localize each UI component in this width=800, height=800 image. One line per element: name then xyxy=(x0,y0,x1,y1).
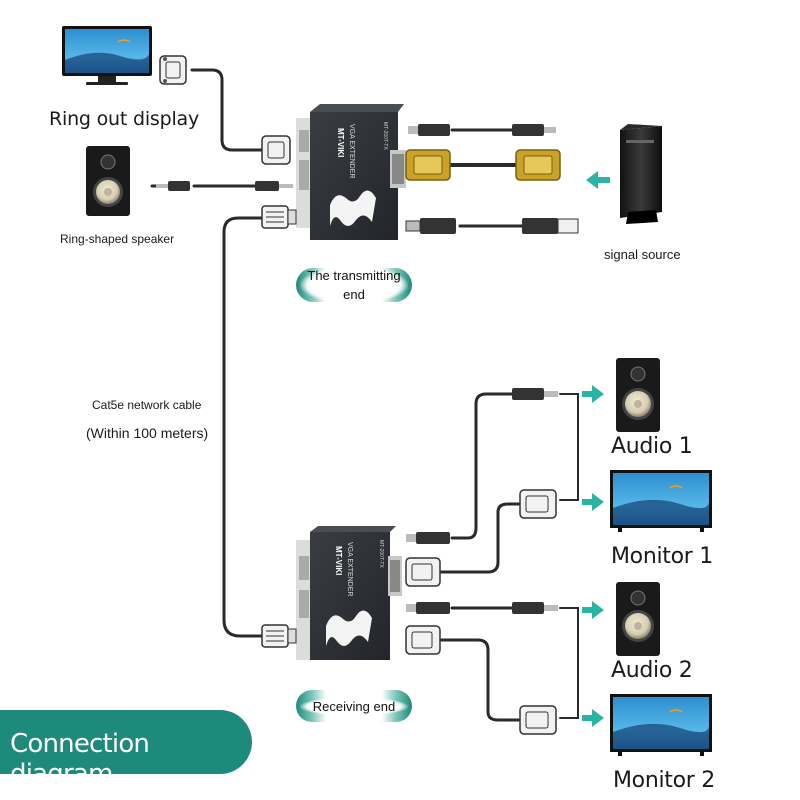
rx-monitor2-cable xyxy=(438,638,522,722)
tx-device: MT-VIKI VGA EXTENDER MT-200T-TX xyxy=(296,104,406,240)
cable-label-line2: (Within 100 meters) xyxy=(86,425,209,441)
rx-model-text: MT-200T-TX xyxy=(378,540,384,568)
cat5e-cable xyxy=(222,216,264,638)
bracket-bottom xyxy=(559,607,579,719)
monitor1-label: Monitor 1 xyxy=(611,544,713,569)
arrow-monitor2 xyxy=(582,709,604,727)
transmitting-end-label: The transmitting end xyxy=(300,266,408,304)
cables xyxy=(150,68,579,722)
audio1-speaker xyxy=(616,358,660,432)
arrow-audio1 xyxy=(582,385,604,403)
tx-vga-in-plug xyxy=(261,135,291,165)
ring-out-display xyxy=(62,26,152,85)
tx-rj45-plug xyxy=(261,205,297,229)
signal-source-pc xyxy=(620,124,662,224)
rx-monitor1-cable xyxy=(438,502,522,574)
ring-speaker-label: Ring-shaped speaker xyxy=(60,232,175,246)
tx-model-text: MT-200T-TX xyxy=(382,122,388,150)
rx-rj45-plug xyxy=(261,624,297,648)
receiving-end-label: Receiving end xyxy=(300,697,408,716)
speaker-audio-plug xyxy=(156,181,293,191)
arrow-audio2 xyxy=(582,601,604,619)
signal-source-label: signal source xyxy=(604,247,681,262)
cable-label-line1: Cat5e network cable xyxy=(92,398,202,412)
ring-out-display-label: Ring out display xyxy=(49,108,200,130)
ring-speaker xyxy=(86,146,130,216)
rx-vga1-plug xyxy=(405,557,441,587)
tx-usb-plugs xyxy=(405,218,579,234)
tx-product-text: VGA EXTENDER xyxy=(348,124,355,178)
arrow-monitor1 xyxy=(582,493,604,511)
tx-brand-text: MT-VIKI xyxy=(336,128,345,157)
monitor2-end-plug xyxy=(519,705,557,735)
rx-audio1-cable xyxy=(450,392,514,540)
monitor1-end-plug xyxy=(519,489,557,519)
rx-audio2-plug xyxy=(406,602,450,614)
rx-device: MT-VIKI VGA EXTENDER MT-200T-TX xyxy=(296,526,402,660)
audio1-end-plug xyxy=(512,388,558,400)
display-vga-cable xyxy=(190,68,264,152)
display-vga-plug xyxy=(159,55,187,85)
rx-audio1-plug xyxy=(406,532,450,544)
output-arrows xyxy=(582,385,604,727)
rx-vga2-plug xyxy=(405,625,441,655)
audio2-label: Audio 2 xyxy=(611,658,693,683)
audio2-speaker xyxy=(616,582,660,656)
audio2-end-plug xyxy=(512,602,558,614)
rx-brand-text: MT-VIKI xyxy=(334,546,343,575)
rx-product-text: VGA EXTENDER xyxy=(346,542,353,596)
tx-audio-out-plug xyxy=(408,124,556,136)
audio1-label: Audio 1 xyxy=(611,434,693,459)
monitor2-screen xyxy=(610,694,712,756)
connection-diagram-banner: Connection diagram xyxy=(0,710,252,789)
monitor1-screen xyxy=(610,470,712,532)
source-arrow xyxy=(586,171,610,189)
bracket-top xyxy=(559,393,579,501)
banner-title: Connection diagram xyxy=(10,729,150,789)
monitor2-label: Monitor 2 xyxy=(613,768,715,793)
tx-vga-gold-plugs xyxy=(405,149,561,181)
